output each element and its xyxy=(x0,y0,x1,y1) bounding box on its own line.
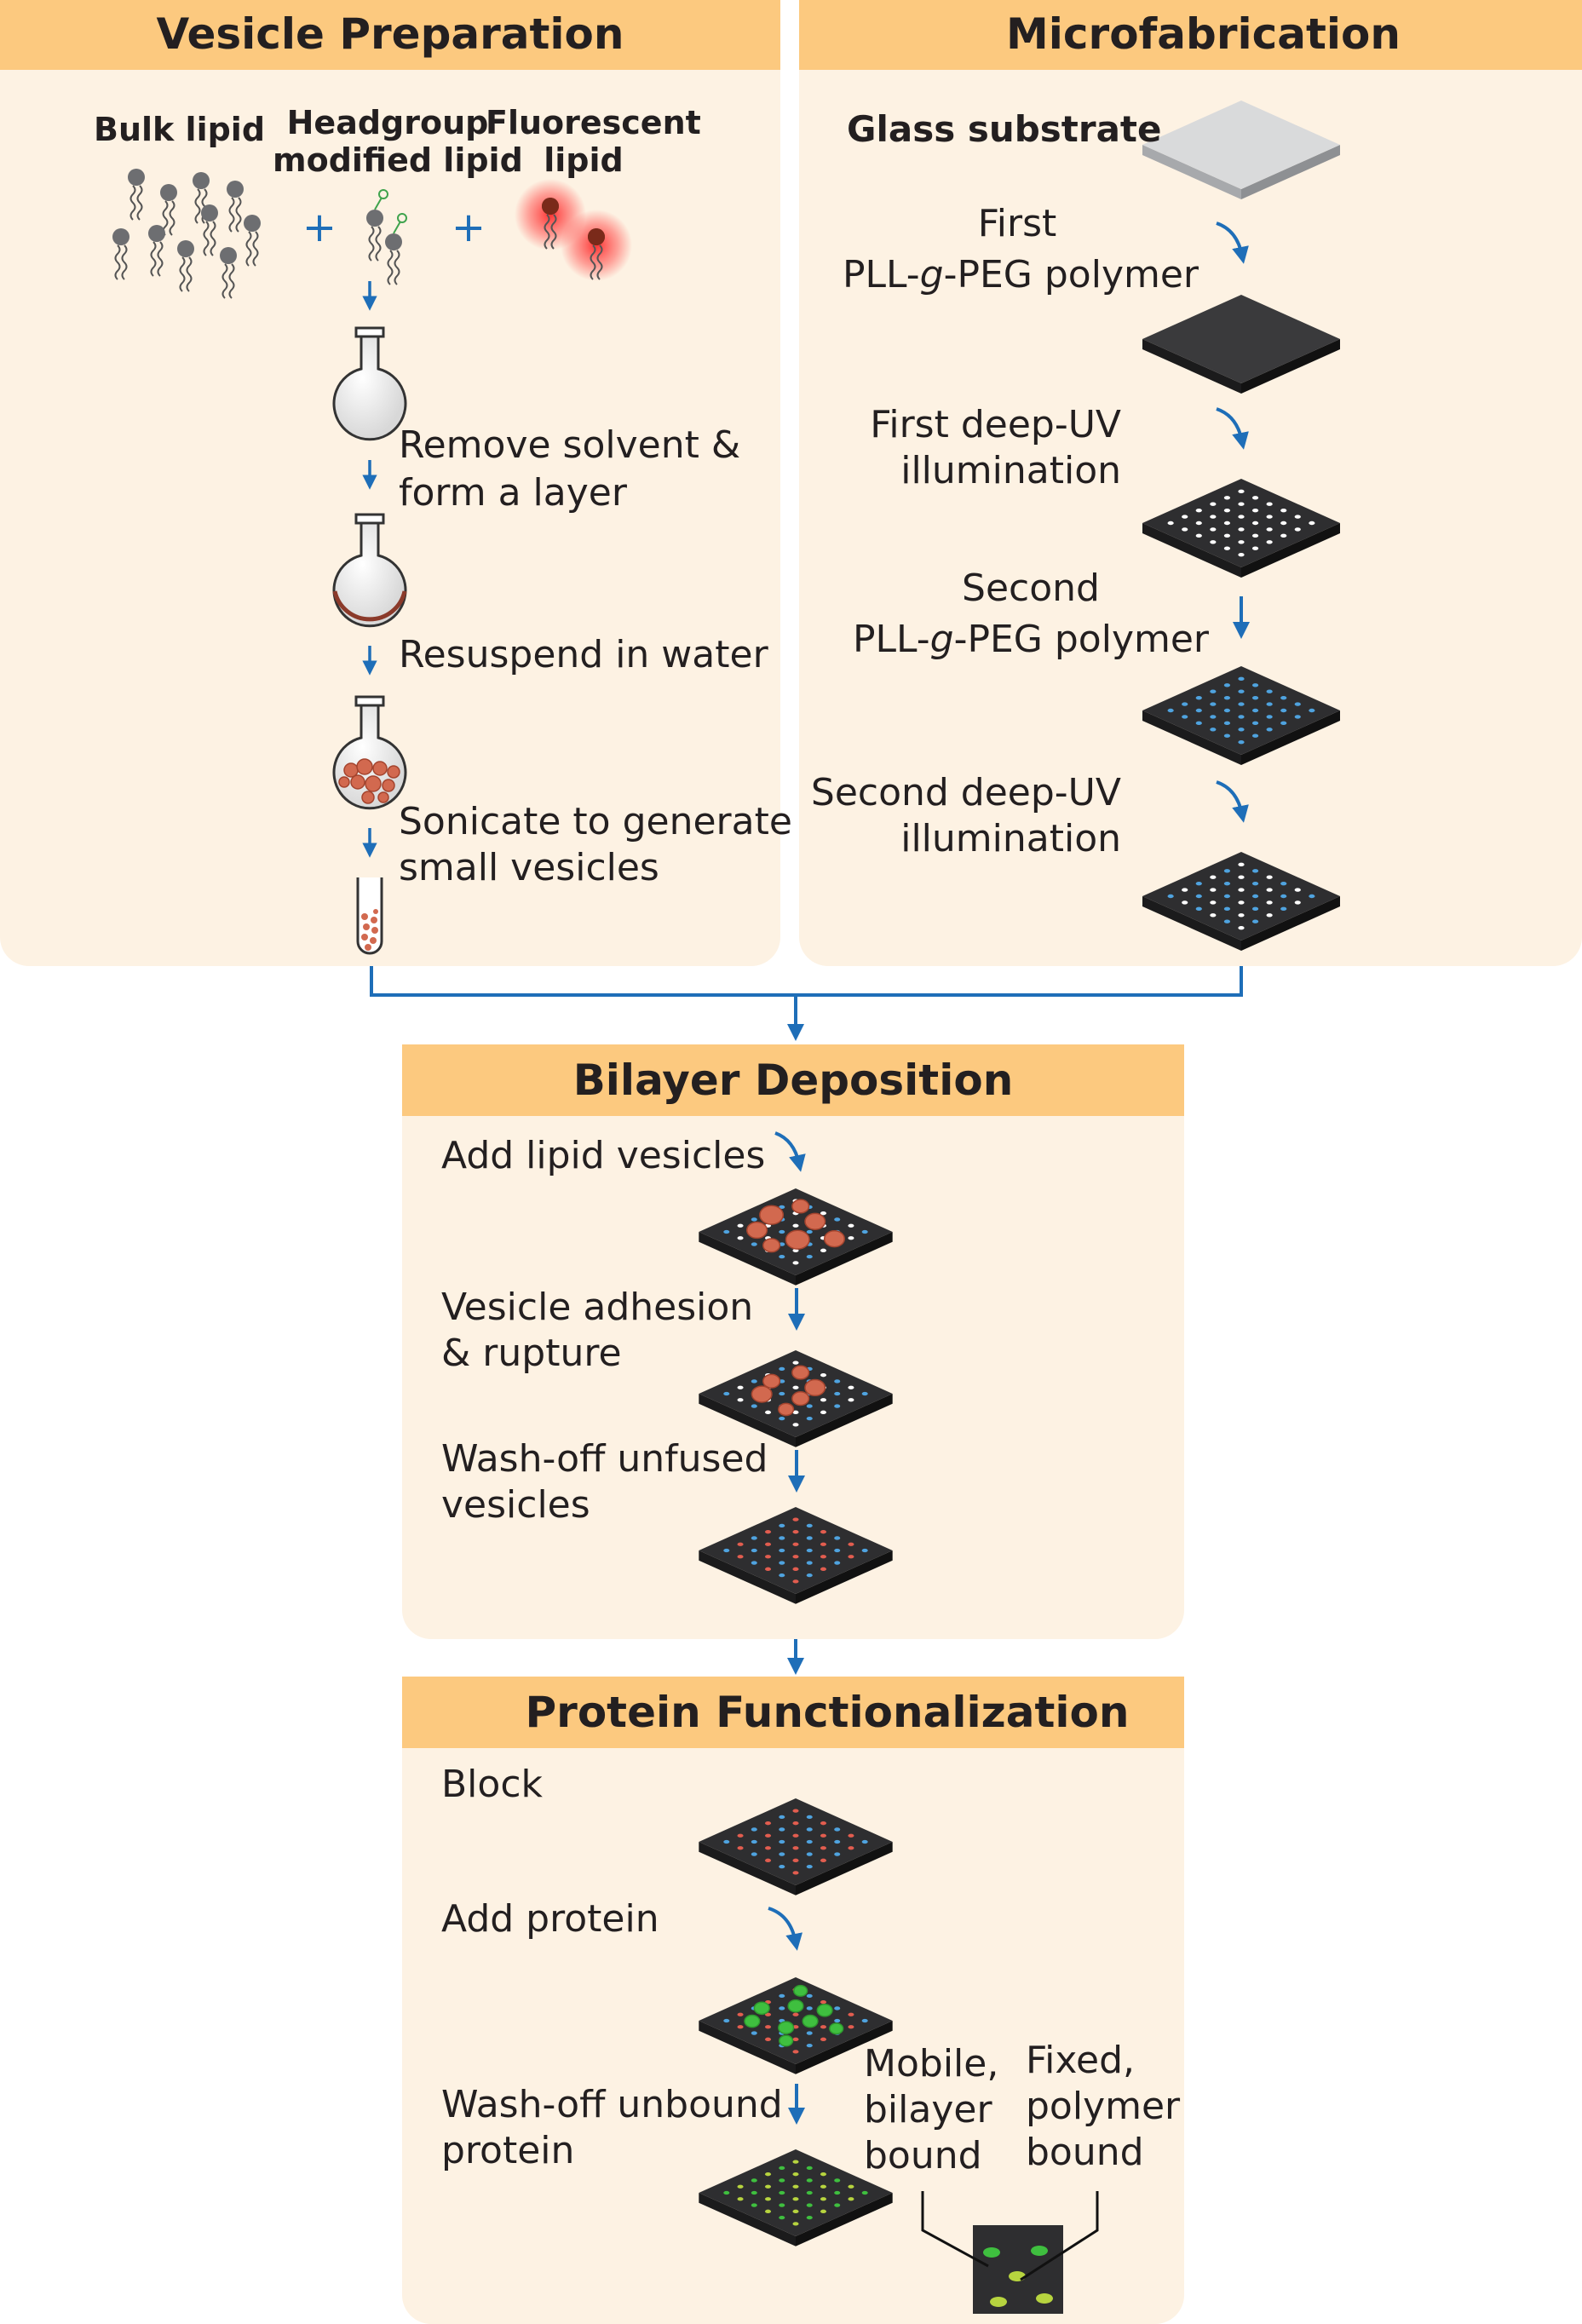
vesicle-preparation-panel xyxy=(0,0,780,966)
protein-functionalization-title: Protein Functionalization xyxy=(402,1677,1184,1748)
wash-unbound-label-line2: protein xyxy=(441,2129,575,2172)
lipid-molecule xyxy=(112,228,129,280)
substrate-chip xyxy=(699,1507,893,1604)
headgroup-label-line2: modified lipid xyxy=(273,141,523,179)
glass-substrate-label: Glass substrate xyxy=(847,108,1162,150)
substrate-chip xyxy=(1142,101,1340,199)
remove-solvent-label-line2: form a layer xyxy=(399,471,627,515)
fluorescent-label-line1: Fluorescent xyxy=(486,104,701,141)
microfabrication-title: Microfabrication xyxy=(799,0,1582,70)
wash-unfused-label-line1: Wash-off unfused xyxy=(441,1437,768,1481)
substrate-chip xyxy=(699,1350,893,1447)
plus-sign: + xyxy=(452,204,486,251)
lipid-molecule xyxy=(366,189,388,262)
test-tube-icon xyxy=(356,877,383,955)
second-uv-label-line2: illumination xyxy=(900,817,1121,860)
mobile-label-line1: Mobile, xyxy=(864,2042,999,2085)
second-uv-label-line1: Second deep-UV xyxy=(810,771,1121,814)
lipid-molecule xyxy=(128,169,145,221)
flask-with-lipid-layer-icon xyxy=(332,513,407,628)
substrate-chip xyxy=(1142,479,1340,578)
sonicate-label-line1: Sonicate to generate xyxy=(399,800,792,843)
lipid-molecule xyxy=(148,225,165,277)
substrate-chip xyxy=(1142,852,1340,951)
remove-solvent-label-line1: Remove solvent & xyxy=(399,423,741,467)
add-protein-label: Add protein xyxy=(441,1897,659,1941)
headgroup-label-line1: Headgroup xyxy=(286,104,489,141)
zoom-inset xyxy=(973,2225,1063,2314)
flask-with-vesicles-icon xyxy=(332,695,407,810)
wash-unfused-label-line2: vesicles xyxy=(441,1483,590,1527)
substrate-chip xyxy=(699,2149,893,2246)
substrate-chip xyxy=(1142,666,1340,765)
lipid-molecule xyxy=(160,184,177,236)
plus-sign: + xyxy=(302,204,337,251)
lipid-molecule xyxy=(385,213,407,285)
second-pll-label-line1: Second xyxy=(962,567,1100,610)
substrate-chip xyxy=(699,1977,893,2074)
fixed-label-line2: polymer xyxy=(1026,2085,1181,2128)
first-uv-label-line1: First deep-UV xyxy=(870,403,1121,446)
flask-icon xyxy=(332,326,407,441)
lipid-molecule xyxy=(227,181,244,233)
lipid-molecule xyxy=(542,198,559,250)
vesicle-preparation-title: Vesicle Preparation xyxy=(0,0,780,70)
fluorescent-lipid-icon xyxy=(515,179,632,281)
second-pll-label-line2: PLL-g-PEG polymer xyxy=(852,618,1210,661)
mobile-label-line2: bilayer xyxy=(864,2088,992,2131)
mobile-label-line3: bound xyxy=(864,2134,982,2177)
sonicate-label-line2: small vesicles xyxy=(399,846,659,889)
add-vesicles-label: Add lipid vesicles xyxy=(441,1134,766,1177)
substrate-chip xyxy=(699,1188,893,1286)
lipid-molecule xyxy=(244,215,261,267)
resuspend-label: Resuspend in water xyxy=(399,633,768,676)
adhesion-label-line1: Vesicle adhesion xyxy=(441,1286,754,1329)
bulk-lipid-icon xyxy=(112,169,261,299)
bilayer-deposition-title: Bilayer Deposition xyxy=(402,1044,1184,1116)
headgroup-lipid-icon xyxy=(366,189,407,285)
first-uv-label-line2: illumination xyxy=(900,449,1121,492)
callout-lines xyxy=(921,2191,1099,2281)
wash-unbound-label-line1: Wash-off unbound xyxy=(441,2083,783,2126)
substrate-chip xyxy=(1142,295,1340,394)
fixed-label-line3: bound xyxy=(1026,2131,1144,2174)
lipid-molecule xyxy=(588,228,605,280)
lipid-molecule xyxy=(220,247,237,299)
lipid-molecule xyxy=(201,204,218,256)
fluorescent-label-line2: lipid xyxy=(544,141,624,179)
fixed-label-line1: Fixed, xyxy=(1026,2039,1136,2082)
first-pll-label-line2: PLL-g-PEG polymer xyxy=(842,253,1199,296)
substrate-chip xyxy=(699,1798,893,1895)
first-pll-label-line1: First xyxy=(977,202,1057,245)
lipid-molecule xyxy=(177,240,194,292)
block-label: Block xyxy=(441,1763,544,1806)
bulk-lipid-label: Bulk lipid xyxy=(94,111,266,148)
adhesion-label-line2: & rupture xyxy=(441,1332,622,1375)
